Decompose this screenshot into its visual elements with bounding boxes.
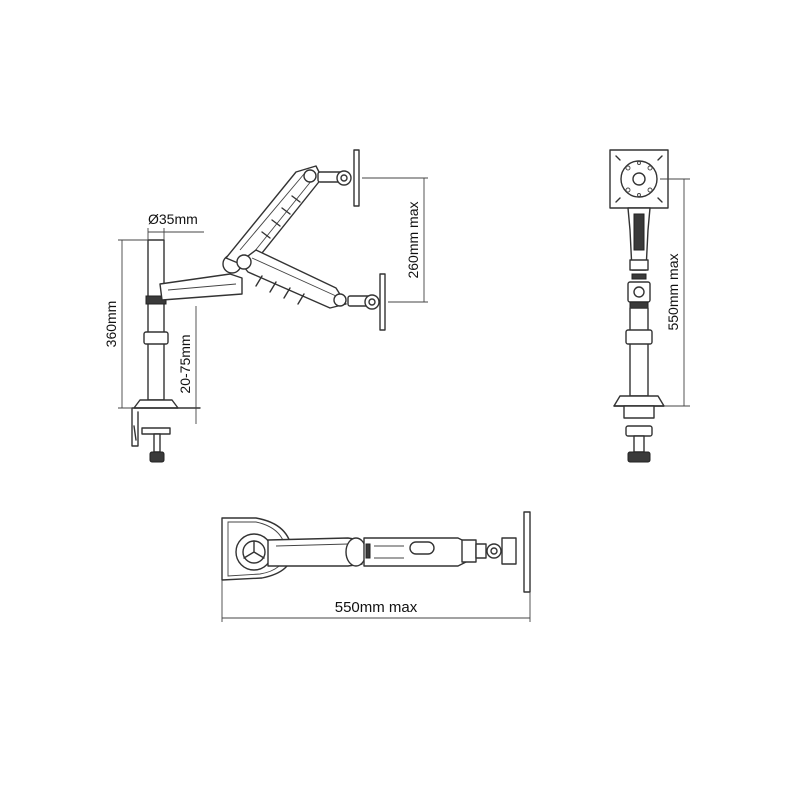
extension-max-label: 550mm max [335, 599, 418, 616]
height-max-label: 550mm max [665, 253, 681, 330]
front-view: 550mm max [609, 149, 690, 463]
vesa-plate-lower [379, 273, 386, 331]
top-view: 550mm max [221, 511, 531, 622]
pole-diameter-label: Ø35mm [148, 211, 198, 227]
lower-spring-arm [239, 249, 347, 309]
pole [147, 239, 165, 401]
pole-front [629, 307, 649, 397]
desk-clamp [131, 407, 201, 447]
side-view: Ø35mm 360mm 20-75mm 260mm max [103, 149, 428, 463]
vesa-plate-top [523, 511, 531, 593]
vertical-reach-label: 260mm max [405, 201, 421, 278]
desk-thickness-label: 20-75mm [177, 334, 193, 393]
pole-height-label: 360mm [103, 301, 119, 348]
vesa-plate-upper [353, 149, 360, 207]
pole-base [133, 399, 179, 409]
